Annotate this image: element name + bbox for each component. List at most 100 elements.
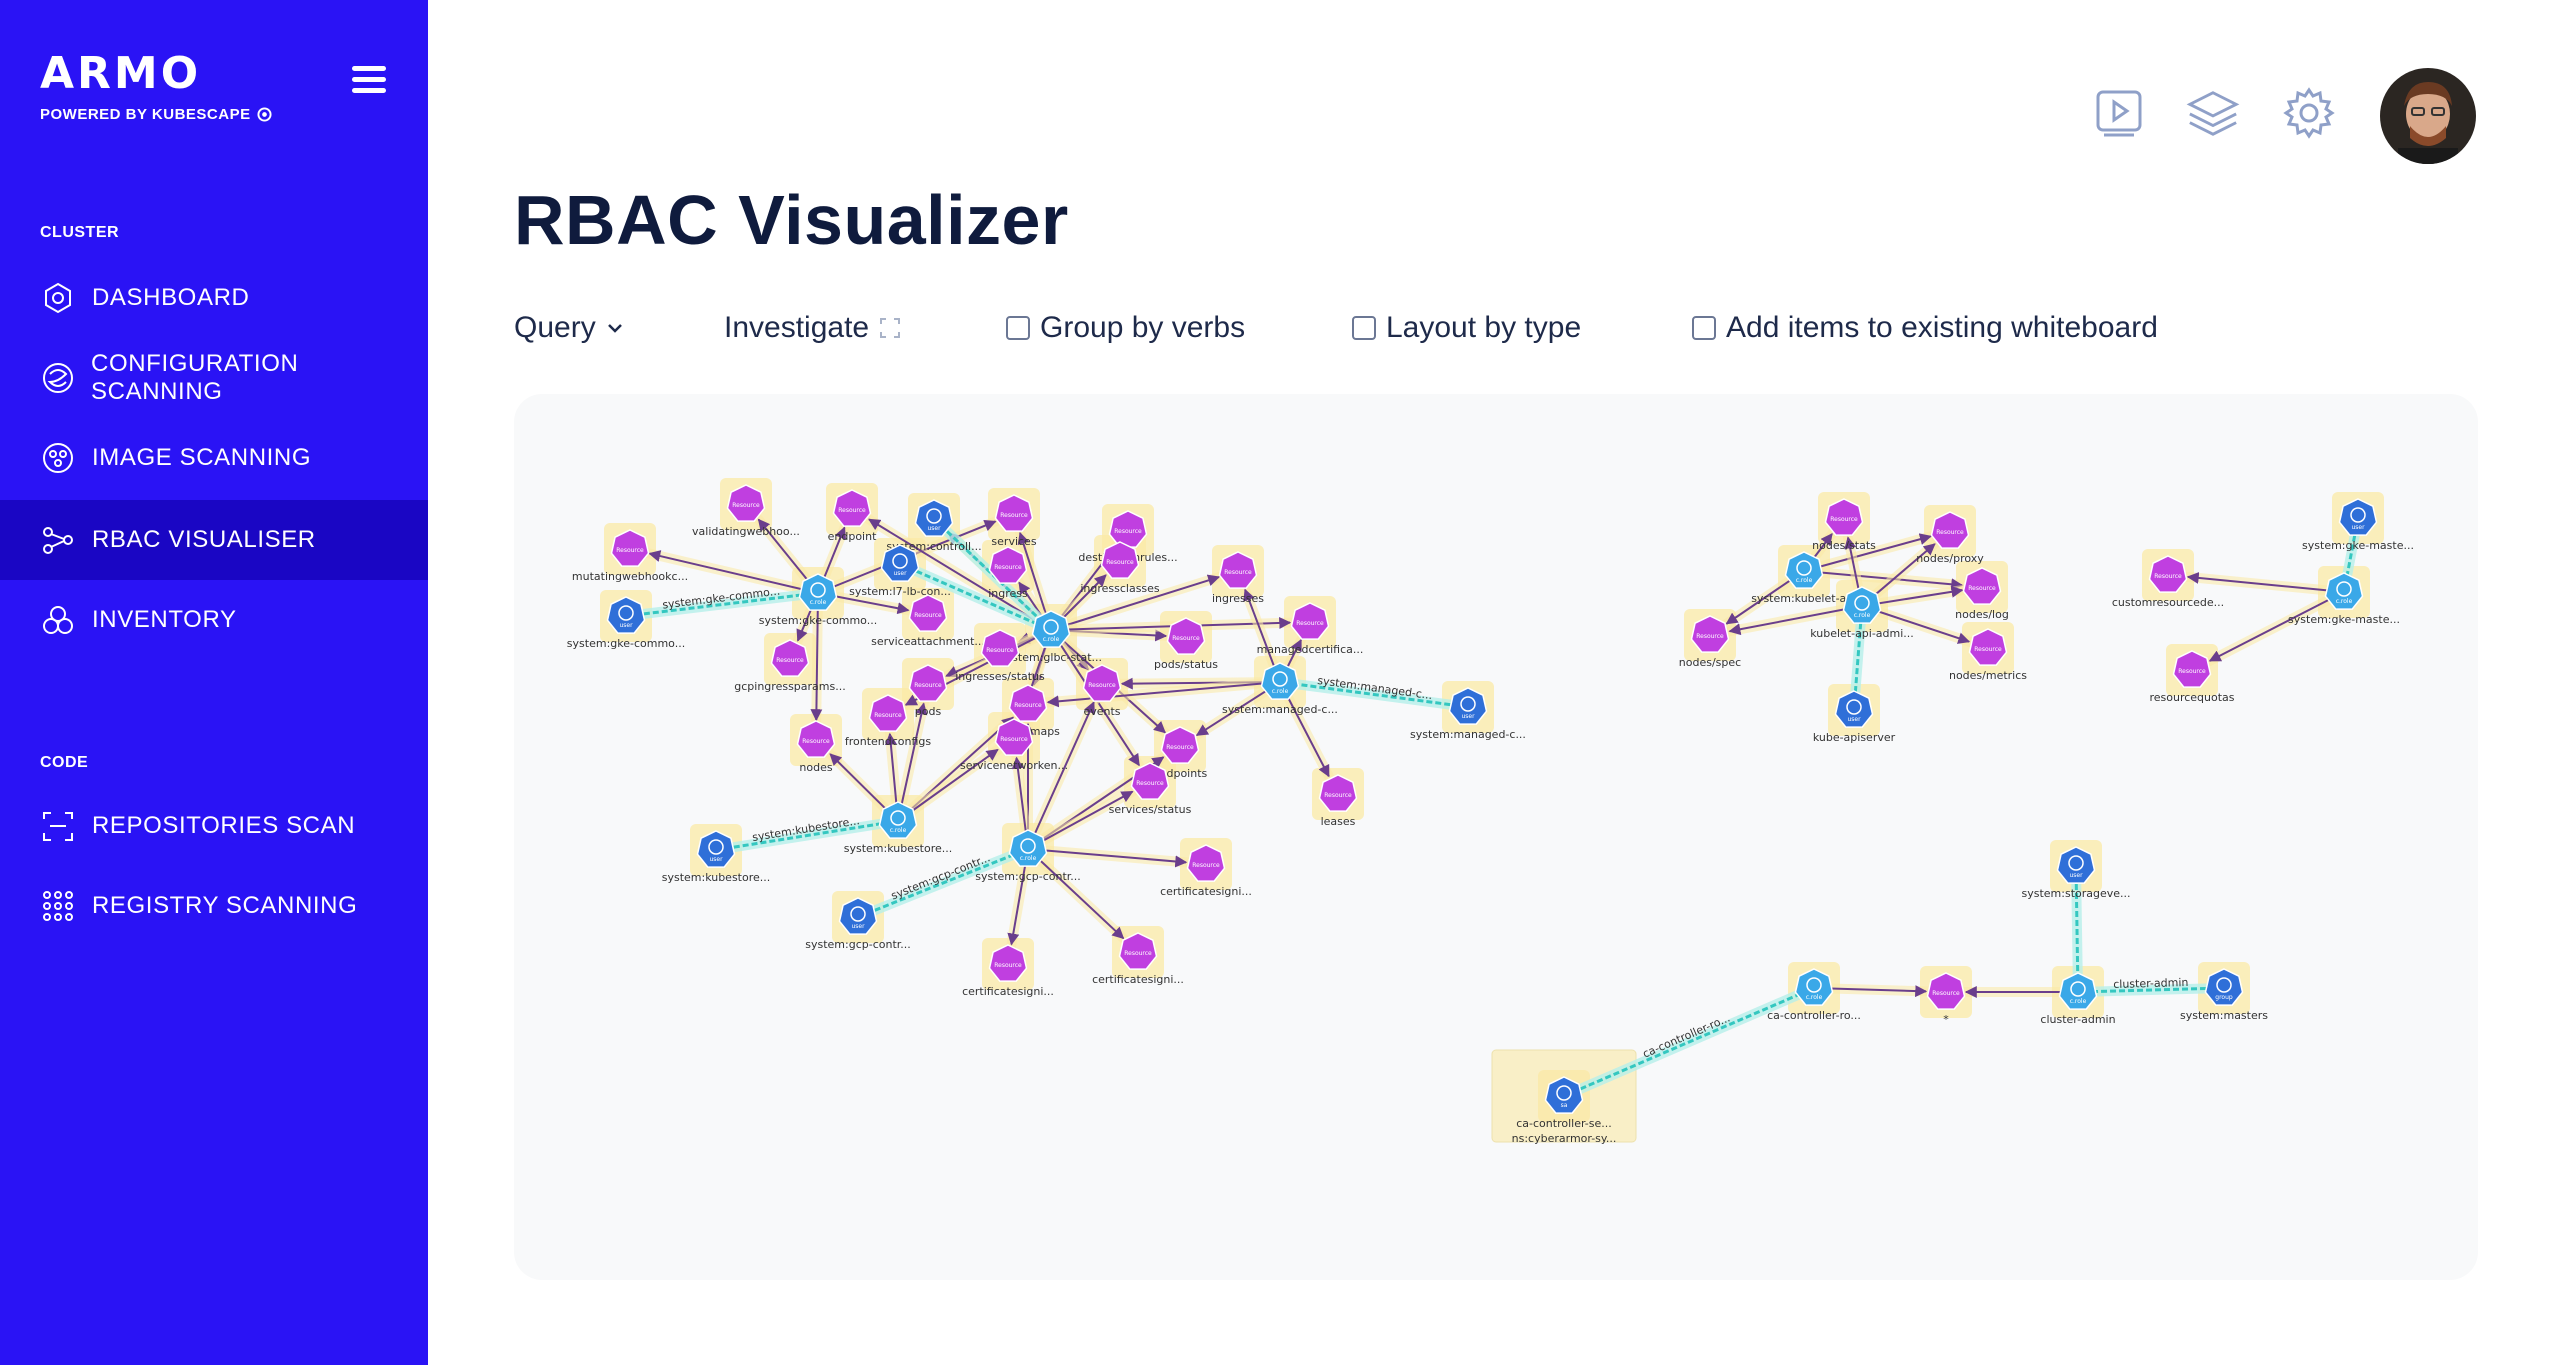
- node-shape[interactable]: [994, 494, 1034, 532]
- binding-edge[interactable]: [715, 819, 899, 852]
- permission-edge[interactable]: [1027, 848, 1125, 940]
- node-shape[interactable]: [914, 499, 954, 537]
- graph-node-role[interactable]: c.rolesystem:kubestore...: [844, 801, 953, 855]
- permission-edge[interactable]: [1813, 985, 1928, 998]
- permission-edge[interactable]: [1046, 681, 1281, 708]
- graph-node-user[interactable]: usersystem:l7-lb-con...: [849, 544, 951, 598]
- video-tutorial-button[interactable]: [2092, 86, 2146, 140]
- graph-node-role[interactable]: c.rolesystem:gke-commo...: [759, 573, 877, 627]
- node-shape[interactable]: [838, 897, 878, 935]
- graph-node-resource[interactable]: Resourcevalidatingwebhoo...: [692, 484, 800, 538]
- node-shape[interactable]: [770, 639, 810, 677]
- graph-node-role[interactable]: c.rolekubelet-api-admi...: [1810, 586, 1914, 640]
- checkbox-box[interactable]: [1692, 316, 1716, 340]
- sidebar-item-configuration-scanning[interactable]: CONFIGURATION SCANNING: [0, 338, 428, 418]
- graph-node-resource[interactable]: Resourcecustomresourcede...: [2112, 555, 2224, 609]
- permission-edge[interactable]: [2186, 571, 2345, 593]
- node-shape[interactable]: [1824, 498, 1864, 536]
- graph-node-user[interactable]: usersystem:kubestore...: [662, 830, 771, 884]
- node-shape[interactable]: [1834, 690, 1874, 728]
- graph-node-user[interactable]: usersystem:storageve...: [2021, 846, 2131, 900]
- node-shape[interactable]: [1784, 551, 1824, 589]
- graph-node-resource[interactable]: Resourcecertificatesigni...: [962, 944, 1054, 998]
- graph-node-role[interactable]: c.rolesystem:gcp-contr...: [975, 829, 1081, 883]
- binding-edge[interactable]: [2077, 986, 2225, 994]
- node-shape[interactable]: [2172, 650, 2212, 688]
- sidebar-item-repositories-scan[interactable]: REPOSITORIES SCAN: [0, 786, 428, 866]
- node-shape[interactable]: [1968, 628, 2008, 666]
- checkbox-box[interactable]: [1352, 316, 1376, 340]
- node-shape[interactable]: [1008, 684, 1048, 722]
- node-shape[interactable]: [2058, 972, 2098, 1010]
- node-shape[interactable]: [1031, 610, 1071, 648]
- graph-node-resource[interactable]: Resourceserviceattachment...: [871, 594, 985, 648]
- node-shape[interactable]: [2324, 572, 2364, 610]
- node-shape[interactable]: [606, 596, 646, 634]
- node-shape[interactable]: [1794, 968, 1834, 1006]
- graph-node-resource[interactable]: Resource*: [1926, 972, 1966, 1026]
- permission-edge[interactable]: [1027, 790, 1134, 850]
- query-dropdown[interactable]: Query: [514, 308, 624, 348]
- node-shape[interactable]: [1100, 541, 1140, 579]
- node-shape[interactable]: [1160, 726, 1200, 764]
- node-shape[interactable]: [1926, 972, 1966, 1010]
- permission-edge[interactable]: [1027, 701, 1095, 850]
- node-shape[interactable]: [868, 694, 908, 732]
- node-shape[interactable]: [1082, 664, 1122, 702]
- node-shape[interactable]: [1962, 567, 2002, 605]
- node-shape[interactable]: [1690, 615, 1730, 653]
- graph-node-role[interactable]: c.rolesystem:glbc-stat...: [1000, 610, 1102, 664]
- node-shape[interactable]: [1166, 617, 1206, 655]
- node-shape[interactable]: [1318, 774, 1358, 812]
- node-shape[interactable]: [908, 594, 948, 632]
- binding-edge[interactable]: [625, 591, 819, 618]
- layout-by-type-checkbox[interactable]: Layout by type: [1352, 308, 1581, 348]
- sidebar-item-registry-scanning[interactable]: REGISTRY SCANNING: [0, 866, 428, 946]
- permission-edge[interactable]: [1050, 574, 1221, 631]
- graph-node-sa[interactable]: saca-controller-se...: [1516, 1076, 1612, 1130]
- graph-node-user[interactable]: usersystem:gke-maste...: [2302, 498, 2414, 552]
- permission-edge[interactable]: [810, 592, 823, 722]
- sidebar-item-image-scanning[interactable]: IMAGE SCANNING: [0, 418, 428, 498]
- graph-node-user[interactable]: usersystem:managed-c...: [1410, 687, 1526, 741]
- node-shape[interactable]: [796, 720, 836, 758]
- permission-edge[interactable]: [648, 550, 819, 594]
- node-shape[interactable]: [880, 544, 920, 582]
- permission-edge[interactable]: [897, 702, 928, 822]
- binding-edge[interactable]: [1563, 986, 1815, 1098]
- graph-node-resource[interactable]: Resourcecertificatesigni...: [1160, 844, 1252, 898]
- graph-node-role[interactable]: c.rolesystem:gke-maste...: [2288, 572, 2400, 626]
- rbac-graph-canvas[interactable]: system:gke-commo...system:managed-c...sy…: [514, 394, 2478, 1280]
- node-shape[interactable]: [1130, 762, 1170, 800]
- node-shape[interactable]: [1218, 551, 1258, 589]
- node-shape[interactable]: [1186, 844, 1226, 882]
- node-shape[interactable]: [1118, 932, 1158, 970]
- investigate-button[interactable]: Investigate: [724, 308, 901, 348]
- graph-node-resource[interactable]: Resourcemutatingwebhookc...: [572, 529, 688, 583]
- permission-edge[interactable]: [1803, 533, 1932, 572]
- node-shape[interactable]: [696, 830, 736, 868]
- binding-edge[interactable]: [857, 847, 1029, 919]
- rbac-graph[interactable]: system:gke-commo...system:managed-c...sy…: [514, 394, 2478, 1280]
- node-shape[interactable]: [832, 489, 872, 527]
- node-shape[interactable]: [798, 573, 838, 611]
- node-shape[interactable]: [2056, 846, 2096, 884]
